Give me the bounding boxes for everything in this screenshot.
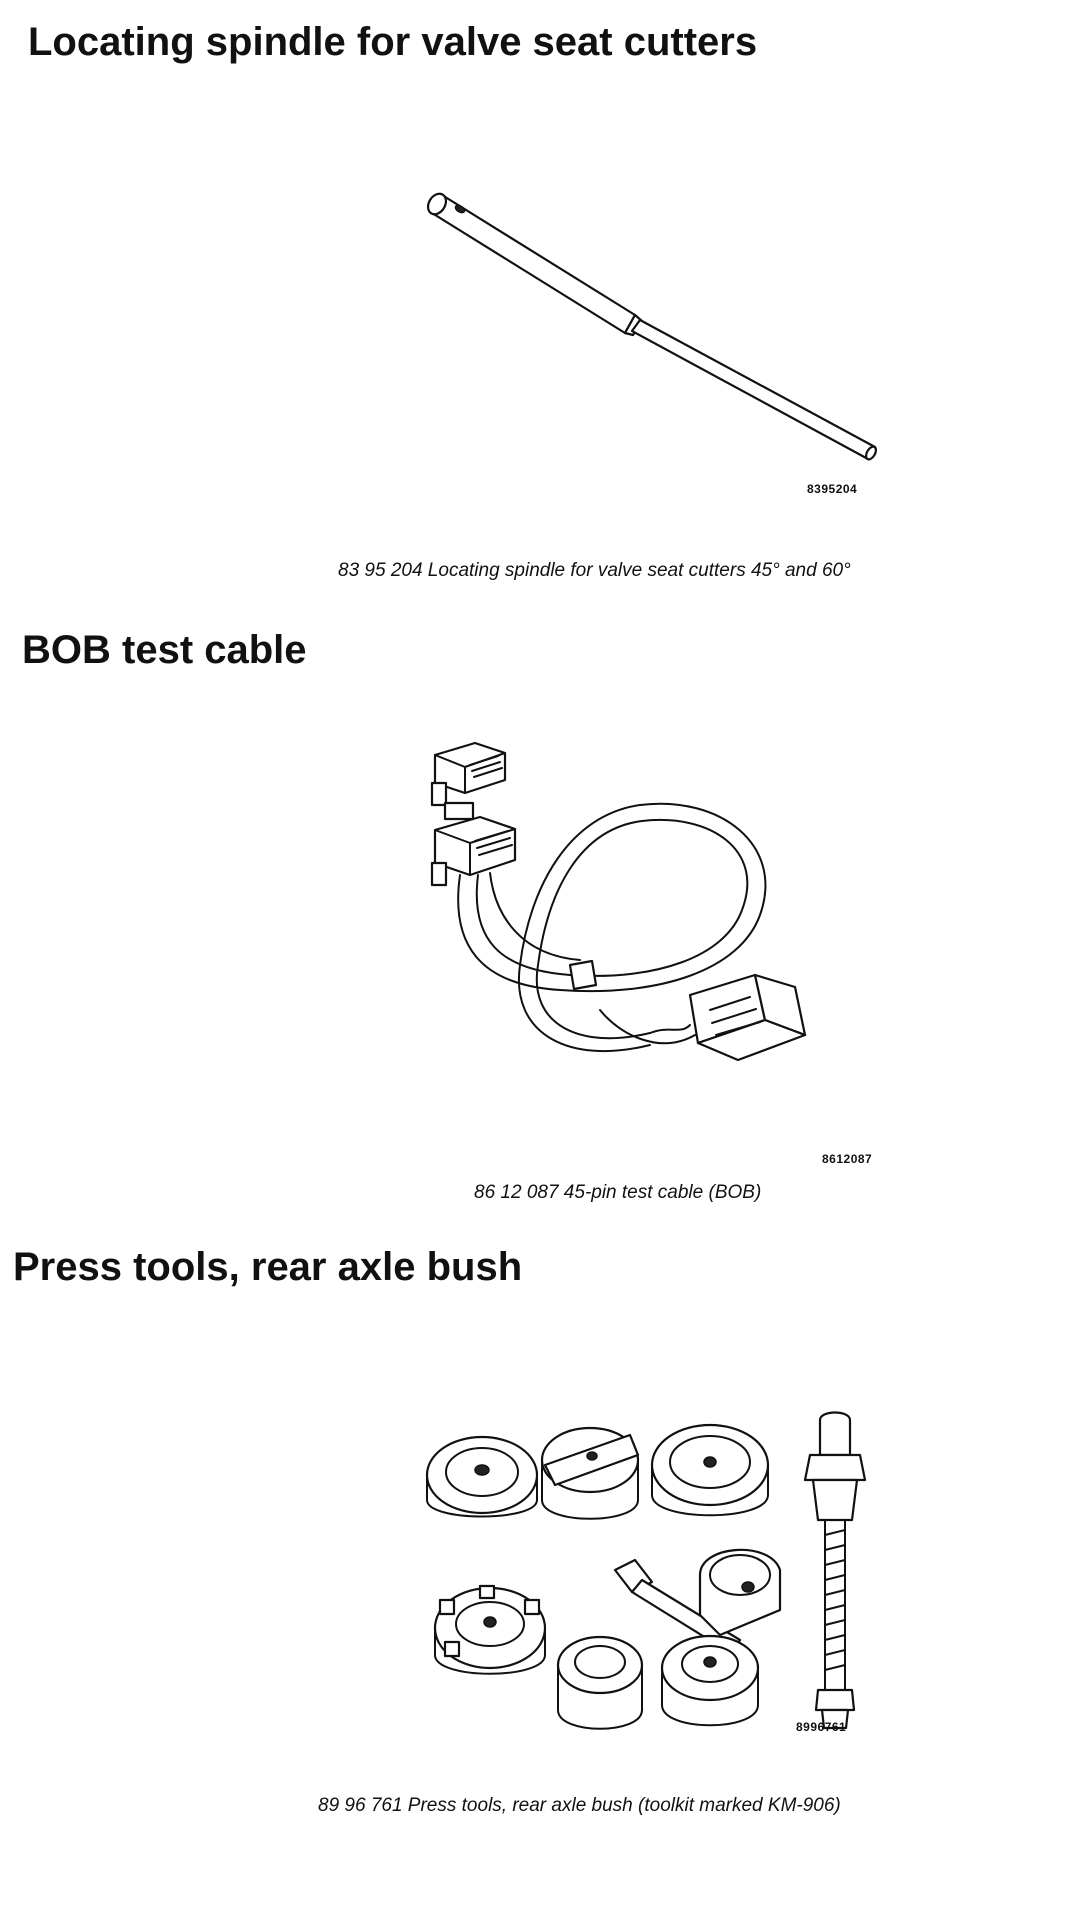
caption-bob-cable: 86 12 087 45-pin test cable (BOB) bbox=[474, 1182, 762, 1203]
part-number-press-tools: 8996761 bbox=[796, 1720, 847, 1734]
caption-press-tools: 89 96 761 Press tools, rear axle bush (t… bbox=[318, 1795, 841, 1816]
part-number-spindle: 8395204 bbox=[807, 482, 858, 496]
section-heading-spindle: Locating spindle for valve seat cutters bbox=[28, 20, 758, 64]
bob-test-cable-illustration bbox=[430, 741, 807, 1062]
press-tools-illustration bbox=[425, 1411, 867, 1730]
section-heading-press-tools: Press tools, rear axle bush bbox=[13, 1245, 523, 1289]
locating-spindle-illustration bbox=[426, 192, 878, 461]
caption-spindle: 83 95 204 Locating spindle for valve sea… bbox=[338, 560, 851, 581]
section-heading-bob-cable: BOB test cable bbox=[22, 628, 307, 672]
part-number-bob-cable: 8612087 bbox=[822, 1152, 873, 1166]
